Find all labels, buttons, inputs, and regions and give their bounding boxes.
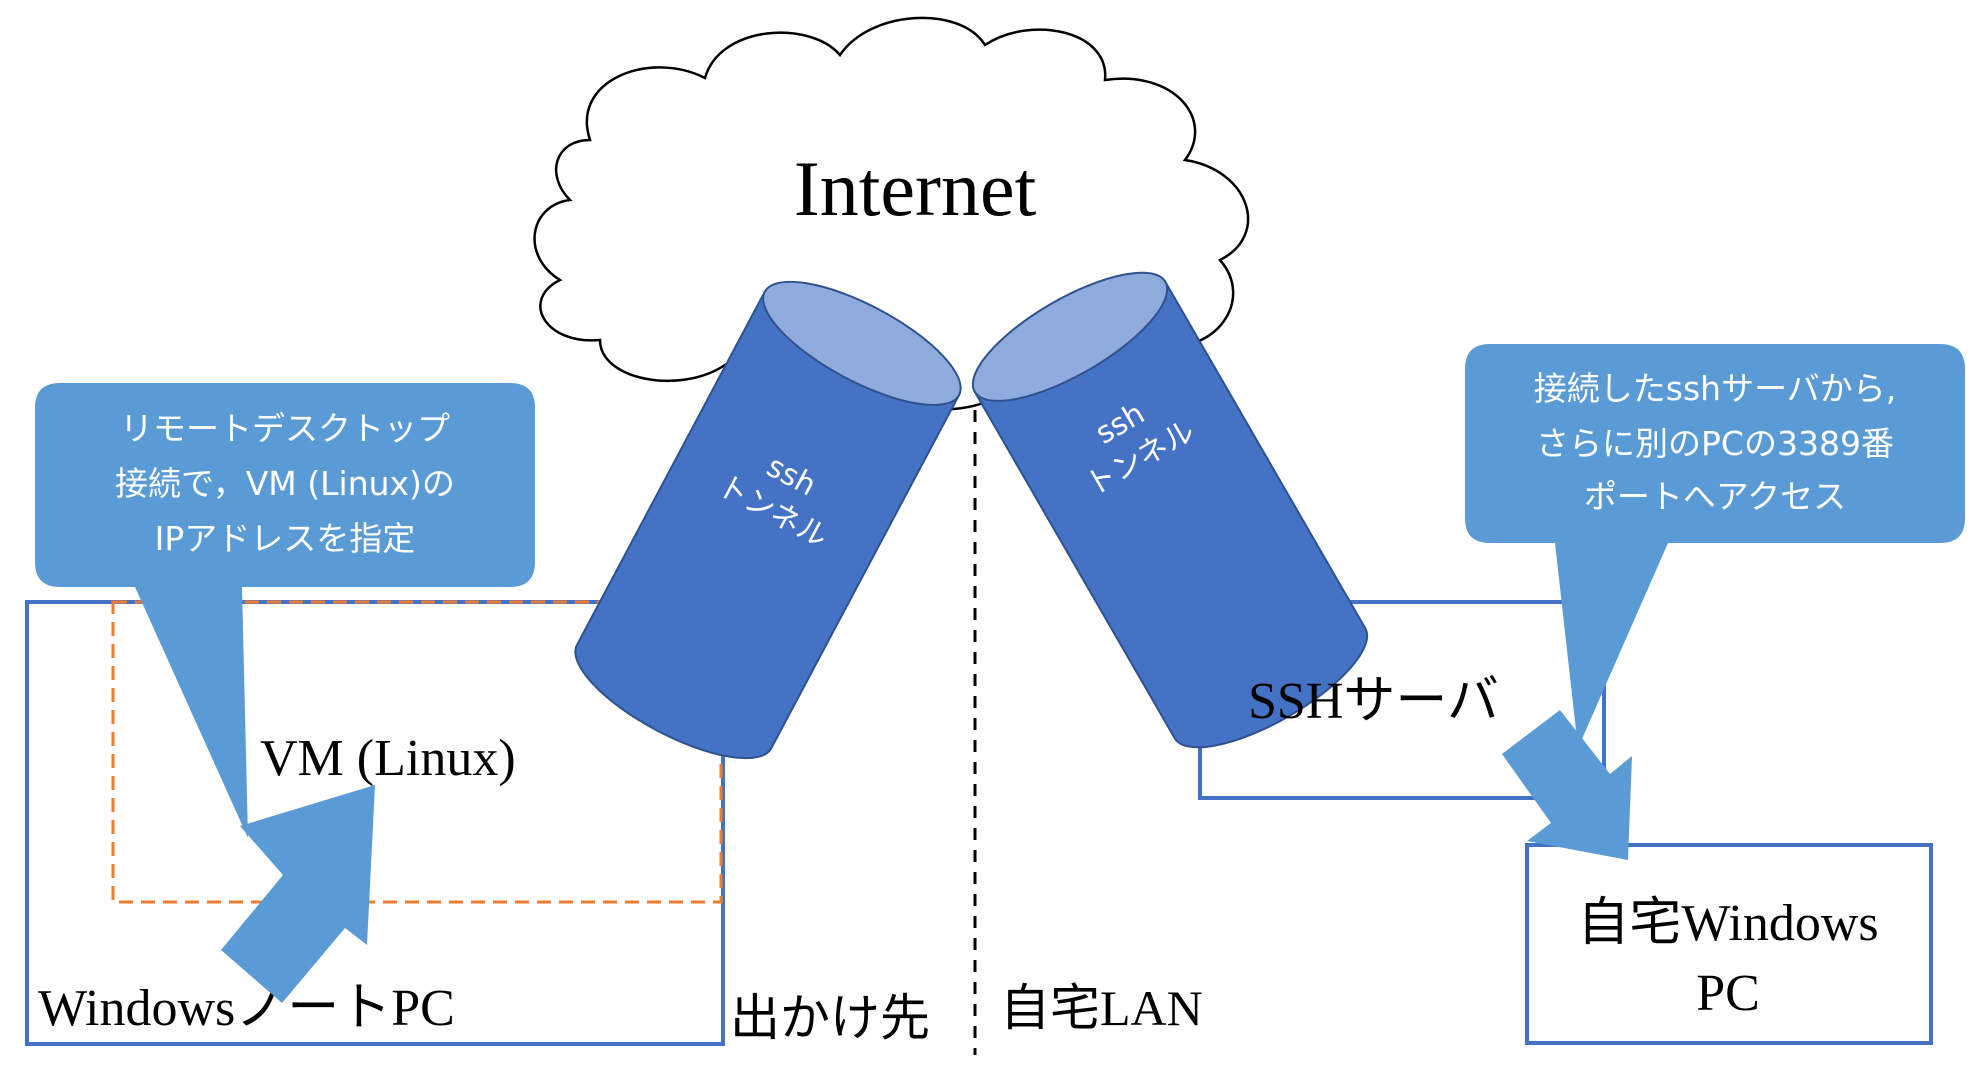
arrow-laptop-to-vm xyxy=(221,785,375,1003)
callout-right: 接続したsshサーバから, さらに別のPCの3389番 ポートへアクセス xyxy=(1465,344,1965,748)
callout-left-line1: リモートデスクトップ xyxy=(120,409,450,448)
ssh-server-label: SSHサーバ xyxy=(1248,673,1499,730)
callout-right-line3: ポートへアクセス xyxy=(1584,477,1846,516)
callout-right-line1: 接続したsshサーバから, xyxy=(1534,369,1896,408)
laptop-box xyxy=(25,600,725,1046)
internet-label: Internet xyxy=(794,145,1037,232)
arrow-server-to-home-pc xyxy=(1502,710,1632,860)
callout-left: リモートデスクトップ 接続で，VM (Linux)の IPアドレスを指定 xyxy=(35,383,535,838)
ssh-tunnel-left: ssh トンネル xyxy=(574,280,962,760)
home-pc-box xyxy=(1525,843,1933,1045)
zone-outside-label: 出かけ先 xyxy=(730,990,930,1046)
home-pc-label-line2: PC xyxy=(1696,965,1760,1022)
laptop-label: WindowsノートPC xyxy=(38,980,455,1037)
vm-label: VM (Linux) xyxy=(260,730,516,787)
ssh-tunnel-right: ssh トンネル xyxy=(971,271,1369,749)
home-pc-label-line1: 自宅Windows xyxy=(1577,895,1878,952)
callout-left-line2: 接続で，VM (Linux)の xyxy=(115,464,455,503)
callout-left-line3: IPアドレスを指定 xyxy=(155,519,416,558)
callout-right-line2: さらに別のPCの3389番 xyxy=(1536,424,1894,463)
zone-home-lan-label: 自宅LAN xyxy=(1000,980,1203,1036)
